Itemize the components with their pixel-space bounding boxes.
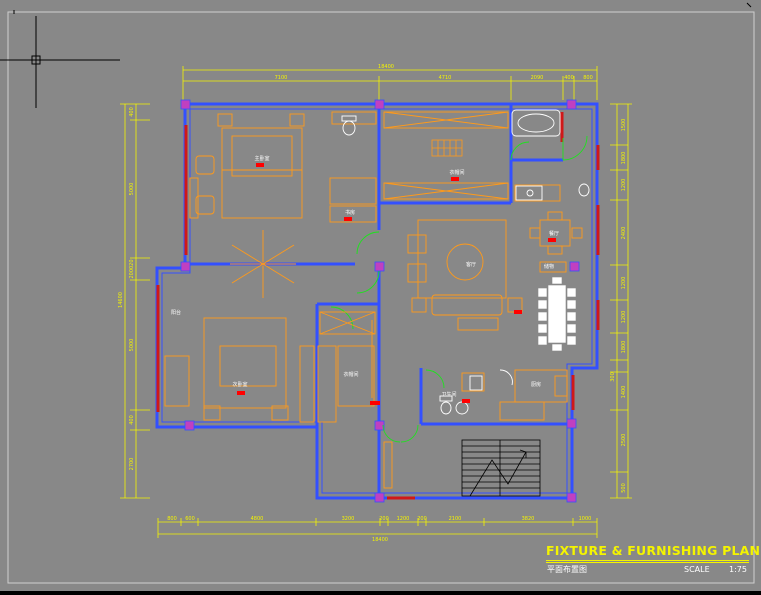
dim-right-segment: 1400 (621, 386, 627, 399)
dim-left-segment: 200020 (129, 259, 135, 278)
dimension-texts: 18400 7100 4710 2090 400 800 18400 800 6… (118, 64, 627, 543)
furniture (164, 111, 583, 489)
label-tag (344, 217, 352, 221)
room-label: 衣帽间 (343, 371, 358, 378)
dim-top-segment: 400 (564, 75, 574, 81)
label-tag (548, 238, 556, 242)
master-bed (221, 127, 303, 219)
room-label: 主卧室 (254, 155, 269, 162)
rug (431, 139, 463, 157)
dim-right-segment: 1800 (621, 152, 627, 165)
dim-bottom-segment: 1000 (579, 516, 592, 522)
dim-bottom-total: 18400 (372, 537, 388, 543)
doors (330, 135, 588, 443)
dim-right-segment: 2400 (621, 227, 627, 240)
dim-top-segment: 800 (583, 75, 593, 81)
plan-title: FIXTURE & FURNISHING PLAN (546, 543, 761, 558)
dim-left-total: 14600 (118, 292, 124, 308)
room-label: 阳台 (171, 309, 181, 316)
room-labels: 主卧室 书房 衣帽间 客厅 餐厅 次卧室 衣帽间 卫生间 厨房 阳台 储物 (171, 155, 559, 405)
label-tag (256, 163, 264, 167)
dining-table (537, 276, 577, 352)
ucs-icon (13, 2, 752, 14)
room-label: 卫生间 (441, 391, 456, 398)
dim-bottom-segment: 1200 (397, 516, 410, 522)
label-tag (451, 177, 459, 181)
dim-bottom-segment: 200 (417, 516, 427, 522)
second-bed (203, 317, 287, 409)
dim-bottom-segment: 200 (379, 516, 389, 522)
label-tag (514, 310, 522, 314)
dim-left-segment: 400 (129, 415, 135, 425)
windows (156, 112, 600, 500)
dim-left-segment: 5000 (129, 183, 135, 196)
staircase (461, 439, 541, 497)
dim-right-segment: 2500 (621, 434, 627, 447)
dim-bottom-segment: 600 (185, 516, 195, 522)
dim-right-segment: 1200 (621, 179, 627, 192)
title-block: FIXTURE & FURNISHING PLAN 平面布置图 SCALE 1:… (546, 543, 760, 579)
label-tag (237, 391, 245, 395)
room-label: 厨房 (531, 381, 541, 388)
bath-fixtures (341, 109, 590, 415)
dim-right-segment: 500 (621, 483, 627, 493)
dimension-lines (120, 66, 632, 538)
scale-value: 1:75 (729, 565, 747, 574)
dim-bottom-segment: 800 (167, 516, 177, 522)
scale-label: SCALE (684, 565, 710, 574)
dim-top-segment: 7100 (275, 75, 288, 81)
crosshair-cursor (0, 16, 120, 108)
room-label: 书房 (345, 209, 355, 216)
walls (155, 102, 599, 500)
dim-top-segment: 2090 (531, 75, 544, 81)
columns (180, 99, 580, 503)
dim-right-segment: 1200 (621, 277, 627, 290)
dim-left-segment: 400 (129, 107, 135, 117)
dim-right-segment: 1200 (621, 311, 627, 324)
dim-bottom-segment: 3820 (522, 516, 535, 522)
title-underline (546, 560, 749, 561)
dim-bottom-segment: 4800 (251, 516, 264, 522)
dim-left-segment: 2700 (129, 458, 135, 471)
room-label: 餐厅 (549, 230, 559, 237)
room-label: 储物 (544, 263, 554, 270)
dim-right-segment: 1800 (621, 341, 627, 354)
dim-right-segment: 1500 (621, 119, 627, 132)
dim-top-segment: 4710 (439, 75, 452, 81)
bathtub (511, 109, 561, 137)
room-label: 客厅 (466, 261, 476, 268)
room-label: 衣帽间 (449, 169, 464, 176)
label-tag (370, 401, 380, 405)
dim-bottom-segment: 2100 (449, 516, 462, 522)
dim-bottom-segment: 3200 (342, 516, 355, 522)
dim-left-segment: 5000 (129, 339, 135, 352)
label-tag (462, 399, 470, 403)
dim-top-total: 18400 (378, 64, 394, 70)
dim-right-segment: 300 (610, 372, 616, 382)
plan-subtitle: 平面布置图 (547, 565, 587, 574)
room-label: 次卧室 (232, 381, 247, 388)
title-underline (546, 562, 749, 563)
viewport-border (7, 11, 755, 584)
